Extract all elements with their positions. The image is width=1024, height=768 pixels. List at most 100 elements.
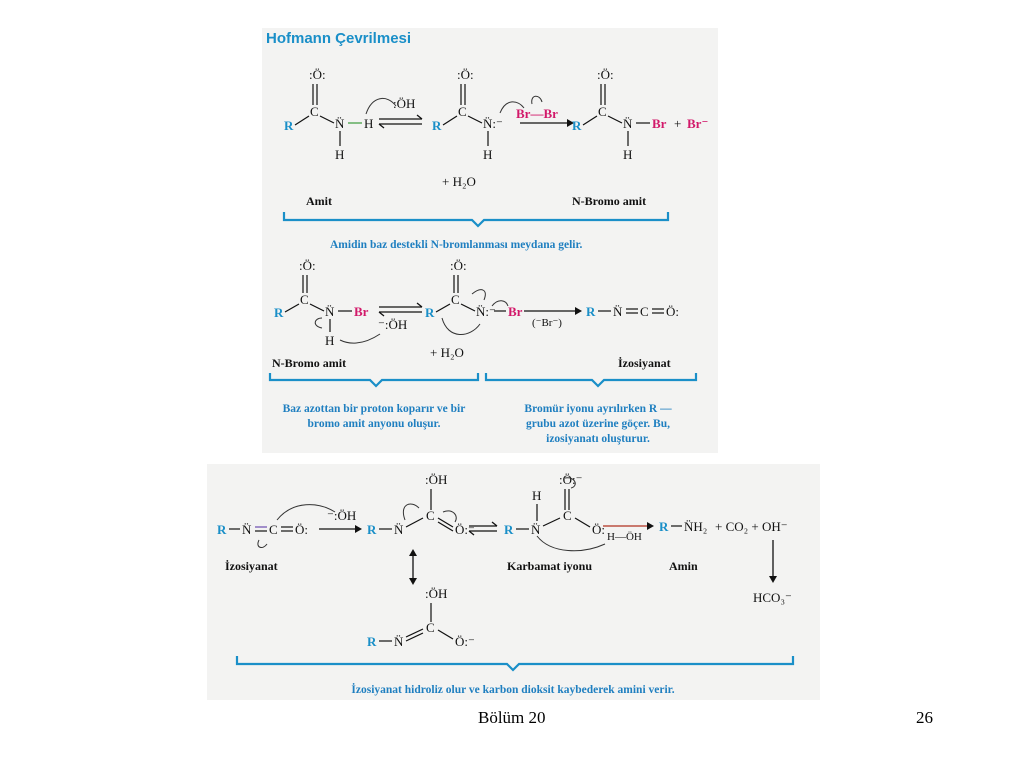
resonance-arrow [409, 549, 417, 585]
bromo-amide-anion-structure: :Ö: C R N̈:⁻ Br [425, 258, 523, 320]
reaction-arrow-4 [603, 522, 654, 530]
bicarbonate: HCO₃⁻ [753, 590, 792, 605]
svg-text::Ö:: :Ö: [597, 67, 614, 82]
n-bromo-amide-structure: :Ö: C R N̈ Br + Br⁻ H [572, 67, 708, 162]
svg-text::ÖH: :ÖH [425, 586, 447, 601]
svg-text:C: C [563, 508, 572, 523]
svg-text:N̈: N̈ [623, 116, 633, 131]
svg-text:Ö:⁻: Ö:⁻ [455, 634, 475, 649]
mechanism-step-3: R N̈ C Ö: ⁻:ÖH :ÖH C R N̈ Ö:⁻ [217, 472, 795, 696]
hydroxy-intermediate-structure: :ÖH C R N̈ Ö:⁻ [367, 472, 475, 537]
svg-text:+: + [674, 116, 681, 131]
svg-text:C: C [598, 104, 607, 119]
isocyanate-start-structure: R N̈ C Ö: [217, 522, 308, 537]
svg-text:H: H [325, 333, 334, 348]
isocyanate-structure: R N̈ C Ö: [586, 304, 679, 319]
water-note-2: + H₂O [430, 345, 464, 360]
label-n-bromo-amide: N-Bromo amit [572, 194, 646, 208]
svg-text:R: R [572, 118, 582, 133]
step1-caption: Amidin baz destekli N-bromlanması meydan… [330, 239, 583, 251]
step2-caption-left-line2: bromo amit anyonu oluşur. [308, 418, 441, 430]
svg-text:N̈: N̈ [242, 522, 252, 537]
side-products: + CO₂ + OH⁻ [715, 519, 788, 534]
svg-text:R: R [659, 519, 669, 534]
svg-text:C: C [451, 292, 460, 307]
svg-text:C: C [269, 522, 278, 537]
label-n-bromo-amide-2: N-Bromo amit [272, 356, 346, 370]
step2-caption-left-line1: Baz azottan bir proton koparır ve bir [283, 403, 466, 415]
equilibrium-arrow-2 [378, 302, 423, 317]
n-bromo-amide-2-structure: :Ö: C R N̈ Br H [274, 258, 369, 348]
step3-brace [235, 656, 795, 672]
svg-text:H: H [623, 147, 632, 162]
svg-text:R: R [367, 634, 377, 649]
label-amine: Amin [669, 559, 698, 573]
svg-text:R: R [367, 522, 377, 537]
equilibrium-arrow-3 [468, 521, 498, 536]
svg-text:C: C [640, 304, 649, 319]
resonance-structure: :ÖH C R N̈ Ö:⁻ [367, 586, 475, 649]
svg-text:N̈H₂: N̈H₂ [684, 519, 707, 534]
reaction-arrow [520, 119, 574, 127]
amide-anion-structure: :Ö: C R N̈:⁻ H [432, 67, 503, 162]
svg-text::Ö:: :Ö: [299, 258, 316, 273]
label-amide: Amit [306, 194, 332, 208]
svg-text:N̈:⁻: N̈:⁻ [476, 304, 496, 319]
step3-caption: İzosiyanat hidroliz olur ve karbon dioks… [351, 682, 674, 696]
svg-text:Br⁻: Br⁻ [687, 116, 708, 131]
footer-chapter: Bölüm 20 [478, 708, 546, 727]
svg-text:Ö:: Ö: [592, 522, 605, 537]
svg-text:R: R [284, 118, 294, 133]
label-carbamate-ion: Karbamat iyonu [507, 559, 592, 573]
step2-right-brace [484, 373, 698, 388]
svg-text:R: R [274, 305, 284, 320]
svg-text:Br: Br [508, 304, 523, 319]
svg-text:H: H [335, 147, 344, 162]
label-isocyanate-3: İzosiyanat [225, 559, 278, 573]
svg-text:Ö:: Ö: [295, 522, 308, 537]
svg-text:Ö:⁻: Ö:⁻ [455, 522, 475, 537]
hofmann-mechanism-bottom-panel: R N̈ C Ö: ⁻:ÖH :ÖH C R N̈ Ö:⁻ [207, 464, 820, 700]
svg-text:C: C [426, 508, 435, 523]
svg-text::Ö:: :Ö: [457, 67, 474, 82]
reaction-arrow-2 [524, 307, 582, 315]
carbamate-ion-structure: :Ö:⁻ C R N̈ H Ö: [504, 472, 605, 537]
svg-text:N̈: N̈ [531, 522, 541, 537]
step2-caption-right-line3: izosiyanatı oluşturur. [546, 433, 650, 445]
svg-text:Br: Br [652, 116, 667, 131]
svg-text::Ö:: :Ö: [450, 258, 467, 273]
label-isocyanate: İzosiyanat [618, 356, 671, 370]
svg-text:R: R [586, 304, 596, 319]
svg-text:Br: Br [354, 304, 369, 319]
svg-text:C: C [426, 620, 435, 635]
reaction-arrow-3 [319, 525, 362, 533]
svg-text::Ö:⁻: :Ö:⁻ [559, 472, 582, 487]
bicarbonate-arrow [769, 540, 777, 583]
svg-text:N̈:⁻: N̈:⁻ [483, 116, 503, 131]
curved-arrow [365, 98, 397, 115]
step2-left-brace [268, 373, 480, 388]
svg-text:N̈: N̈ [613, 304, 623, 319]
footer-page-number: 26 [916, 708, 933, 727]
mechanism-steps-1-2: Hofmann Çevrilmesi :Ö: C R N̈ H H :ÖH :Ö… [266, 30, 708, 445]
svg-text:N̈: N̈ [394, 522, 404, 537]
svg-text:H: H [364, 116, 373, 131]
svg-text:H: H [532, 488, 541, 503]
svg-text::Ö:: :Ö: [309, 67, 326, 82]
svg-text:C: C [310, 104, 319, 119]
svg-text:R: R [425, 305, 435, 320]
amide-structure: :Ö: C R N̈ H H [284, 67, 373, 162]
svg-text:N̈: N̈ [325, 304, 335, 319]
figure-title: Hofmann Çevrilmesi [266, 30, 411, 47]
svg-text::ÖH: :ÖH [425, 472, 447, 487]
bromide-loss: (⁻Br⁻) [532, 317, 562, 329]
svg-text:H: H [483, 147, 492, 162]
hydroxide-reagent: :ÖH [393, 96, 415, 111]
svg-text:R: R [432, 118, 442, 133]
svg-text:R: R [504, 522, 514, 537]
equilibrium-arrow [378, 114, 423, 129]
svg-text:N̈: N̈ [335, 116, 345, 131]
hofmann-mechanism-top-panel: Hofmann Çevrilmesi :Ö: C R N̈ H H :ÖH :Ö… [262, 28, 718, 453]
svg-text:C: C [458, 104, 467, 119]
svg-text:Ö:: Ö: [666, 304, 679, 319]
